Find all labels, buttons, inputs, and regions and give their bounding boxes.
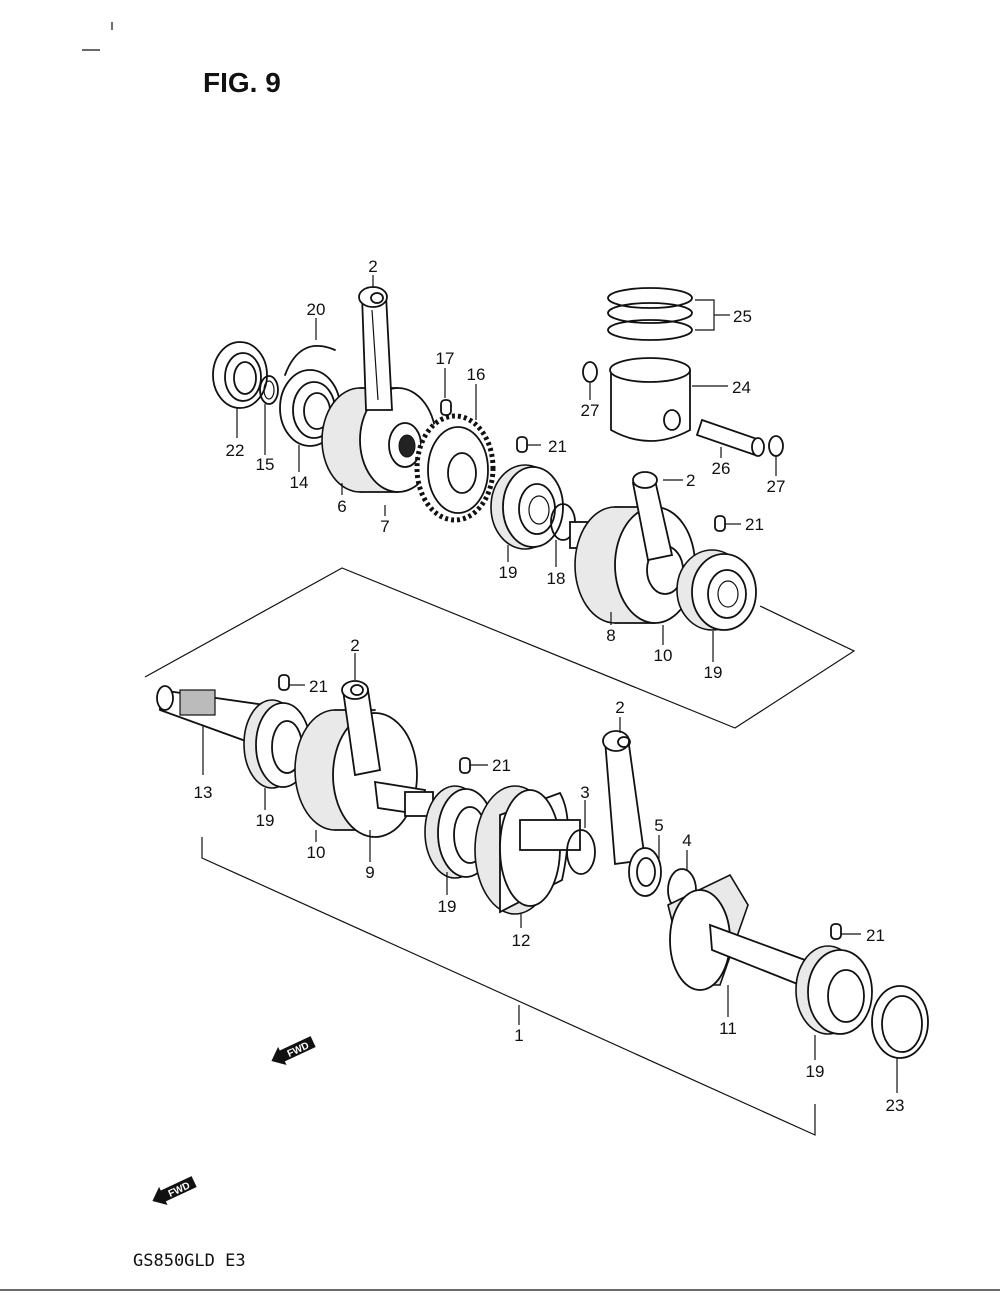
part-27-circlip xyxy=(582,361,598,383)
callout-20: 20 xyxy=(307,300,326,319)
part-21-dowel xyxy=(516,436,528,453)
part-21-dowel xyxy=(830,923,842,940)
callout-2: 2 xyxy=(350,636,359,655)
callout-10: 10 xyxy=(307,843,326,862)
part-24-piston xyxy=(609,357,728,442)
callout-21: 21 xyxy=(866,926,885,945)
callout-12: 12 xyxy=(512,931,531,950)
callout-2: 2 xyxy=(686,471,695,490)
callout-21: 21 xyxy=(548,437,567,456)
callout-22: 22 xyxy=(226,441,245,460)
callout-19: 19 xyxy=(438,897,457,916)
part-23-oil-seal xyxy=(871,985,929,1059)
part-21-dowel xyxy=(278,674,290,691)
fwd-arrow-icon: FWD xyxy=(152,1176,197,1205)
callout-18: 18 xyxy=(547,569,566,588)
part-17-key xyxy=(440,399,452,416)
callout-5: 5 xyxy=(654,816,663,835)
part-19-bearing xyxy=(795,945,873,1035)
part-21-dowel xyxy=(714,515,726,532)
callout-27: 27 xyxy=(581,401,600,420)
part-20-clip xyxy=(284,345,336,376)
svg-text:FWD: FWD xyxy=(286,1040,311,1060)
callout-6: 6 xyxy=(337,497,346,516)
callouts: 2 20 17 16 22 15 14 6 7 21 19 18 25 24 2… xyxy=(194,257,905,1115)
part-5-needle-bearing xyxy=(628,847,662,897)
part-15-circlip xyxy=(259,375,279,405)
callout-4: 4 xyxy=(682,831,691,850)
part-21-dowel xyxy=(459,757,471,774)
assembly-1-bracket xyxy=(201,837,816,1136)
callout-2: 2 xyxy=(368,257,377,276)
callout-23: 23 xyxy=(886,1096,905,1115)
part-12-crank-web xyxy=(474,785,581,915)
callout-19: 19 xyxy=(499,563,518,582)
callout-26: 26 xyxy=(712,459,731,478)
svg-text:FWD: FWD xyxy=(167,1180,192,1200)
callout-19: 19 xyxy=(256,811,275,830)
callout-19: 19 xyxy=(704,663,723,682)
callout-21: 21 xyxy=(745,515,764,534)
part-26-piston-pin xyxy=(695,418,765,457)
callout-1: 1 xyxy=(514,1026,523,1045)
part-16-gear xyxy=(414,413,496,523)
callout-17: 17 xyxy=(436,349,455,368)
part-8-10-crank-web xyxy=(569,471,696,624)
part-27-circlip xyxy=(768,435,784,457)
callout-19: 19 xyxy=(806,1062,825,1081)
callout-8: 8 xyxy=(606,626,615,645)
assembly-frame xyxy=(144,567,856,729)
part-19-bearing xyxy=(490,464,564,550)
callout-27: 27 xyxy=(767,477,786,496)
callout-25: 25 xyxy=(733,307,752,326)
part-10-9-crank-web xyxy=(294,680,434,838)
part-25-piston-rings xyxy=(607,287,730,341)
callout-14: 14 xyxy=(290,473,309,492)
leader-lines xyxy=(202,275,898,1093)
callout-7: 7 xyxy=(380,517,389,536)
callout-16: 16 xyxy=(467,365,486,384)
callout-11: 11 xyxy=(719,1019,737,1038)
model-code: GS850GLD E3 xyxy=(133,1251,246,1271)
callout-15: 15 xyxy=(256,455,275,474)
callout-13: 13 xyxy=(194,783,213,802)
callout-9: 9 xyxy=(365,863,374,882)
callout-2: 2 xyxy=(615,698,624,717)
part-11-crank-web xyxy=(667,873,807,991)
part-2-connecting-rod xyxy=(358,286,393,411)
callout-10: 10 xyxy=(654,646,673,665)
part-13-shaft xyxy=(156,685,266,750)
fwd-arrow-icon: FWD xyxy=(271,1036,316,1065)
scan-marks xyxy=(82,22,113,51)
callout-21: 21 xyxy=(492,756,511,775)
callout-3: 3 xyxy=(580,783,589,802)
callout-21: 21 xyxy=(309,677,328,696)
part-2-connecting-rod xyxy=(602,730,647,866)
part-3-thrust-washer xyxy=(566,829,596,875)
callout-24: 24 xyxy=(732,378,751,397)
part-22-oil-seal xyxy=(212,341,268,409)
part-19-bearing xyxy=(676,549,757,631)
figure-title: FIG. 9 xyxy=(203,67,281,98)
